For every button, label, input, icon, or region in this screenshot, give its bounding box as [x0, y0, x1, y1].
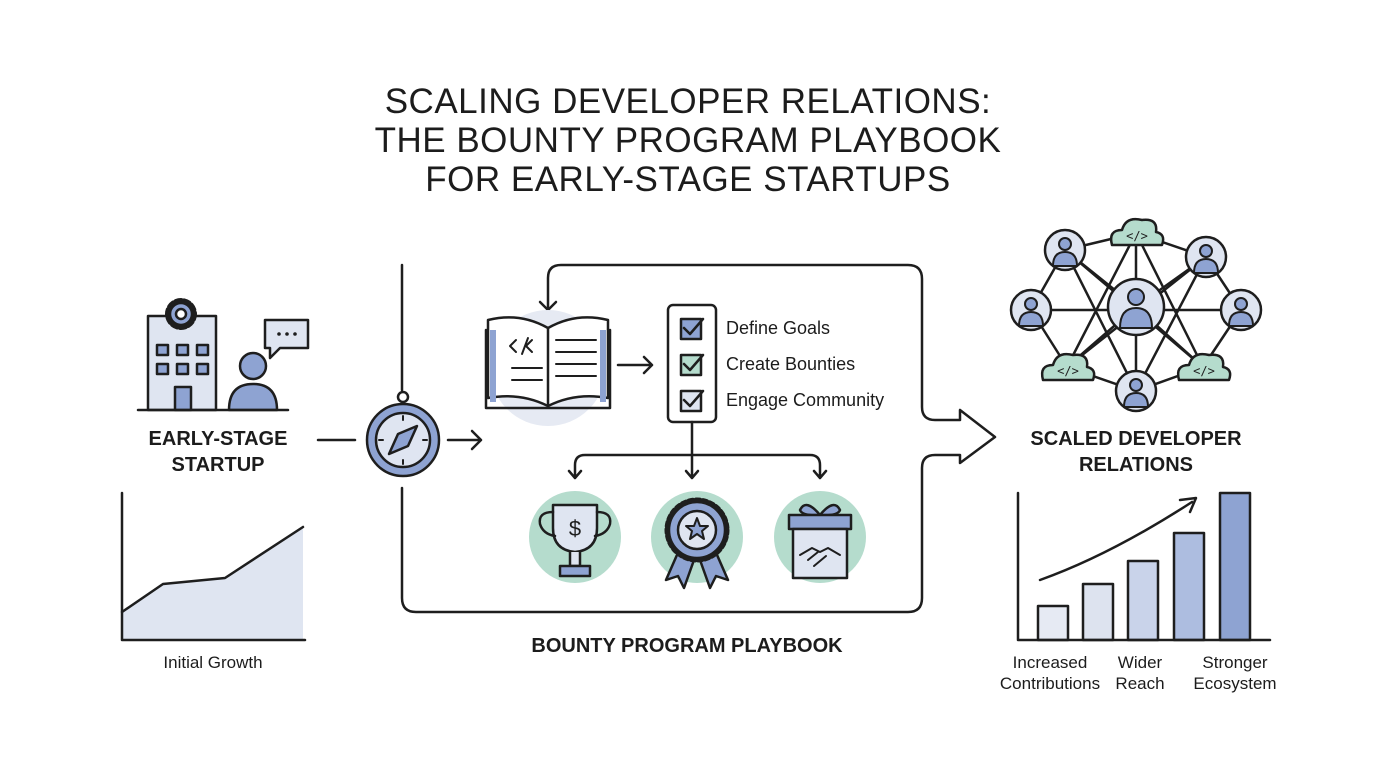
growth-bar-3 [1126, 559, 1160, 642]
speech-bubble-icon [263, 318, 310, 360]
branch-arrows [567, 420, 828, 480]
developer-network-icon: </> </> </> [1009, 217, 1263, 413]
svg-text:</>: </> [1126, 229, 1148, 243]
growth-bar-1 [1036, 604, 1070, 642]
title-line-3: FOR EARLY-STAGE STARTUPS [425, 160, 951, 199]
arrow-right-icon [446, 429, 483, 451]
title-line-1: SCALING DEVELOPER RELATIONS: [384, 82, 992, 121]
growth-bar-4 [1172, 531, 1206, 642]
growth-bar-2 [1081, 582, 1115, 642]
diagram-title: SCALING DEVELOPER RELATIONS: THE BOUNTY … [0, 82, 1376, 199]
gift-handshake-icon [774, 491, 866, 583]
title-line-2: THE BOUNTY PROGRAM PLAYBOOK [374, 121, 1002, 160]
compass-icon [365, 390, 441, 478]
playbook-label: BOUNTY PROGRAM PLAYBOOK [531, 635, 843, 657]
bar-chart-axes [1016, 491, 1272, 642]
scaled-label-line-1: SCALED DEVELOPER [1030, 428, 1242, 450]
scaled-devrel-label: SCALED DEVELOPER RELATIONS [1016, 426, 1256, 478]
growth-bar-5 [1218, 491, 1252, 642]
initial-growth-chart [120, 491, 307, 642]
checklist-item-create-bounties: Create Bounties [726, 354, 856, 374]
growth-bar-chart [1036, 491, 1252, 642]
initial-growth-caption: Initial Growth [163, 653, 263, 672]
startup-building-icon [146, 314, 218, 412]
svg-text:$: $ [569, 516, 581, 541]
startup-label: EARLY-STAGE STARTUP [118, 426, 318, 478]
arrow-right-icon [616, 355, 654, 375]
startup-label-line-2: STARTUP [171, 454, 265, 476]
trophy-icon: $ [529, 491, 621, 583]
person-icon [227, 351, 279, 412]
award-badge-icon [651, 491, 743, 590]
checklist-item-define-goals: Define Goals [726, 318, 831, 338]
svg-text:</>: </> [1193, 364, 1215, 378]
scaled-label-line-2: RELATIONS [1078, 454, 1194, 476]
checklist-icon [666, 303, 718, 424]
trend-arrow [1038, 496, 1198, 582]
code-book-icon [484, 310, 612, 426]
startup-label-line-1: EARLY-STAGE [148, 428, 288, 450]
svg-text:</>: </> [1057, 364, 1079, 378]
gear-icon [165, 298, 197, 330]
checklist-item-engage-community: Engage Community [726, 390, 885, 410]
